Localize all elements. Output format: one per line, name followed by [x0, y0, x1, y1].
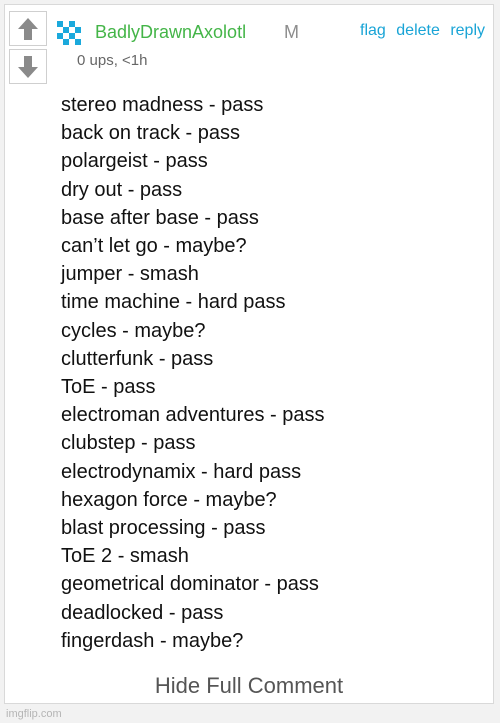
- flag-link[interactable]: flag: [360, 22, 386, 39]
- comment-line: clubstep - pass: [61, 432, 196, 455]
- downvote-button[interactable]: [9, 49, 47, 84]
- watermark: imgflip.com: [6, 708, 62, 720]
- hide-full-comment-button[interactable]: Hide Full Comment: [154, 673, 344, 698]
- comment-line: cycles - maybe?: [61, 319, 206, 342]
- comment-body: stereo madness - pass back on track - pa…: [61, 91, 324, 655]
- delete-link[interactable]: delete: [396, 22, 440, 39]
- comment-line: deadlocked - pass: [61, 601, 224, 624]
- vote-column: [9, 11, 49, 84]
- comment-line: electroman adventures - pass: [61, 404, 325, 427]
- comment-line: time machine - hard pass: [61, 291, 286, 314]
- pixel-avatar-icon[interactable]: [57, 21, 83, 47]
- comment-line: clutterfunk - pass: [61, 347, 214, 370]
- comment-card: BadlyDrawnAxolotl M flag delete reply 0 …: [4, 4, 494, 704]
- comment-line: ToE - pass: [61, 376, 156, 399]
- comment-line: geometrical dominator - pass: [61, 573, 319, 596]
- mod-badge: M: [284, 22, 299, 42]
- comment-line: ToE 2 - smash: [61, 545, 189, 568]
- arrow-down-icon: [18, 55, 38, 78]
- comment-line: fingerdash - maybe?: [61, 629, 244, 652]
- username-link[interactable]: BadlyDrawnAxolotl: [95, 22, 247, 42]
- comment-line: jumper - smash: [61, 263, 199, 286]
- comment-meta: 0 ups, <1h: [77, 52, 148, 69]
- comment-line: base after base - pass: [61, 206, 259, 229]
- reply-link[interactable]: reply: [450, 22, 485, 39]
- comment-line: stereo madness - pass: [61, 94, 264, 116]
- comment-line: dry out - pass: [61, 178, 183, 201]
- comment-header: BadlyDrawnAxolotl M flag delete reply: [57, 19, 485, 47]
- upvote-button[interactable]: [9, 11, 47, 46]
- comment-line: polargeist - pass: [61, 150, 208, 173]
- comment-line: back on track - pass: [61, 122, 240, 145]
- arrow-up-icon: [18, 17, 38, 40]
- comment-line: hexagon force - maybe?: [61, 488, 277, 511]
- comment-line: can’t let go - maybe?: [61, 235, 247, 258]
- comment-line: electrodynamix - hard pass: [61, 460, 302, 483]
- comment-actions: flag delete reply: [354, 22, 485, 40]
- comment-line: blast processing - pass: [61, 517, 266, 540]
